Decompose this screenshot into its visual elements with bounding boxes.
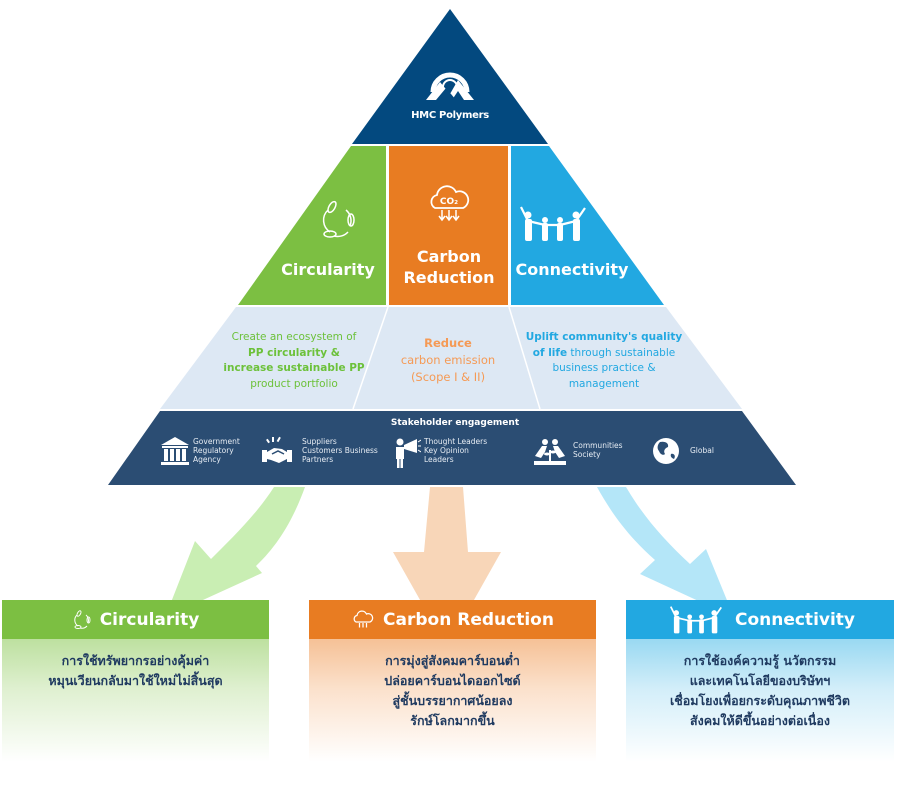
- recycle-leaves-icon: [74, 609, 91, 629]
- stakeholder-title: Stakeholder engagement: [390, 418, 520, 428]
- pillar-circularity-title: Circularity: [281, 260, 375, 279]
- box-line: สังคมให้ดีขึ้นอย่างต่อเนื่อง: [690, 713, 830, 728]
- desc-line: product portfolio: [250, 377, 338, 390]
- government-building-icon: [160, 435, 190, 467]
- stakeholder-line: Society: [573, 450, 601, 459]
- people-holding-hands-icon: [518, 205, 588, 243]
- circularity-description: Create an ecosystem of PP circularity & …: [212, 330, 376, 392]
- mountain-sun-logo-icon: [426, 72, 474, 100]
- pillar-carbon-title-line1: Carbon: [416, 247, 482, 266]
- desc-line: increase sustainable PP: [223, 362, 365, 374]
- box-connectivity-header: Connectivity: [626, 600, 894, 639]
- box-line: เชื่อมโยงเพื่อยกระดับคุณภาพชีวิต: [669, 693, 851, 708]
- pyramid-carbon-column: [389, 146, 508, 305]
- desc-line: carbon emission: [400, 353, 496, 367]
- band-divider-left: [352, 306, 389, 410]
- box-circularity-header: Circularity: [2, 600, 269, 639]
- band-divider-right: [508, 306, 541, 410]
- box-connectivity-body: การใช้องค์ความรู้ นวัตกรรม และเทคโนโลยีข…: [626, 639, 894, 762]
- box-circularity-title: Circularity: [99, 609, 200, 630]
- box-circularity: Circularity การใช้ทรัพยากรอย่างคุ้มค่า ห…: [2, 600, 269, 762]
- desc-line: Reduce: [424, 336, 472, 350]
- stakeholder-line: Partners: [302, 455, 334, 464]
- box-line: หมุนเวียนกลับมาใช้ใหม่ไม่สิ้นสุด: [48, 673, 223, 688]
- desc-line: PP circularity &: [248, 346, 340, 359]
- box-line: การมุ่งสู่สังคมคาร์บอนต่ำ: [385, 653, 520, 668]
- stakeholder-line: Communities: [573, 441, 623, 450]
- stakeholder-line: Customers Business: [302, 446, 378, 455]
- box-carbon-reduction: Carbon Reduction การมุ่งสู่สังคมคาร์บอนต…: [309, 600, 596, 762]
- desc-rest: through sustainable: [567, 346, 676, 359]
- pillar-connectivity-title: Connectivity: [515, 260, 629, 279]
- stakeholder-line: Regulatory: [193, 446, 234, 455]
- company-name: HMC Polymers: [411, 110, 489, 121]
- box-connectivity: Connectivity การใช้องค์ความรู้ นวัตกรรม …: [626, 600, 894, 762]
- carbon-description: Reduce carbon emission (Scope I & II): [378, 335, 518, 386]
- pyramid-connectivity-column: [511, 146, 664, 305]
- pyramid-stakeholder-band: [108, 411, 796, 485]
- desc-line: management: [568, 377, 640, 390]
- desc-line: Create an ecosystem of: [231, 331, 357, 343]
- stakeholder-suppliers: Suppliers Customers Business Partners: [302, 437, 392, 464]
- people-holding-hands-icon: [669, 605, 722, 633]
- desc-line: of life through sustainable: [520, 346, 688, 362]
- box-line: การใช้ทรัพยากรอย่างคุ้มค่า: [61, 653, 210, 668]
- box-line: รักษ์โลกมากขึ้น: [410, 713, 495, 728]
- globe-icon: [651, 436, 681, 466]
- hmc-logo: HMC Polymers: [400, 64, 500, 124]
- pyramid-circularity-column: [238, 146, 386, 305]
- co2-cloud-icon: [353, 609, 374, 627]
- stakeholder-line: Thought Leaders: [424, 437, 488, 446]
- stakeholder-line: Agency: [193, 455, 221, 464]
- desc-line: (Scope I & II): [410, 370, 486, 384]
- desc-line: business practice &: [552, 362, 656, 374]
- box-carbon-header: Carbon Reduction: [309, 600, 596, 639]
- handshake-icon: [262, 436, 292, 466]
- box-carbon-title: Carbon Reduction: [383, 609, 554, 630]
- stakeholder-line: Leaders: [424, 455, 454, 464]
- co2-label: CO₂: [440, 197, 458, 207]
- box-line: สู่ชั้นบรรยากาศน้อยลง: [392, 693, 513, 708]
- green-arrow: [168, 487, 305, 610]
- box-line: การใช้องค์ความรู้ นวัตกรรม: [683, 653, 837, 668]
- co2-cloud-icon: CO₂: [425, 184, 473, 224]
- community-plant-icon: [533, 438, 567, 466]
- box-connectivity-title: Connectivity: [734, 609, 856, 630]
- box-circularity-body: การใช้ทรัพยากรอย่างคุ้มค่า หมุนเวียนกลับ…: [2, 639, 269, 762]
- stakeholder-thought-leaders: Thought Leaders Key Opinion Leaders: [424, 437, 504, 464]
- box-line: ปล่อยคาร์บอนไดออกไซด์: [384, 673, 521, 688]
- box-carbon-body: การมุ่งสู่สังคมคาร์บอนต่ำ ปล่อยคาร์บอนได…: [309, 639, 596, 762]
- desc-bold: of life: [532, 346, 568, 359]
- stakeholder-line: Suppliers: [302, 437, 337, 446]
- stakeholder-line: Key Opinion: [424, 446, 469, 455]
- pillar-carbon-title-line2: Reduction: [403, 268, 495, 287]
- box-line: และเทคโนโลยีของบริษัทฯ: [689, 673, 831, 688]
- desc-line: Uplift community's quality: [525, 331, 683, 343]
- blue-arrow: [597, 487, 731, 610]
- pyramid-description-band: [160, 307, 742, 409]
- megaphone-speaker-icon: [395, 437, 422, 469]
- stakeholder-government: Government Regulatory Agency: [193, 437, 263, 464]
- connectivity-description: Uplift community's quality of life throu…: [520, 330, 688, 392]
- recycle-leaves-icon: [320, 200, 356, 240]
- stakeholder-global: Global: [690, 446, 714, 455]
- orange-arrow: [393, 487, 501, 607]
- stakeholder-line: Government: [193, 437, 240, 446]
- stakeholder-communities: Communities Society: [573, 441, 643, 459]
- pillar-carbon-title: Carbon Reduction: [389, 246, 509, 288]
